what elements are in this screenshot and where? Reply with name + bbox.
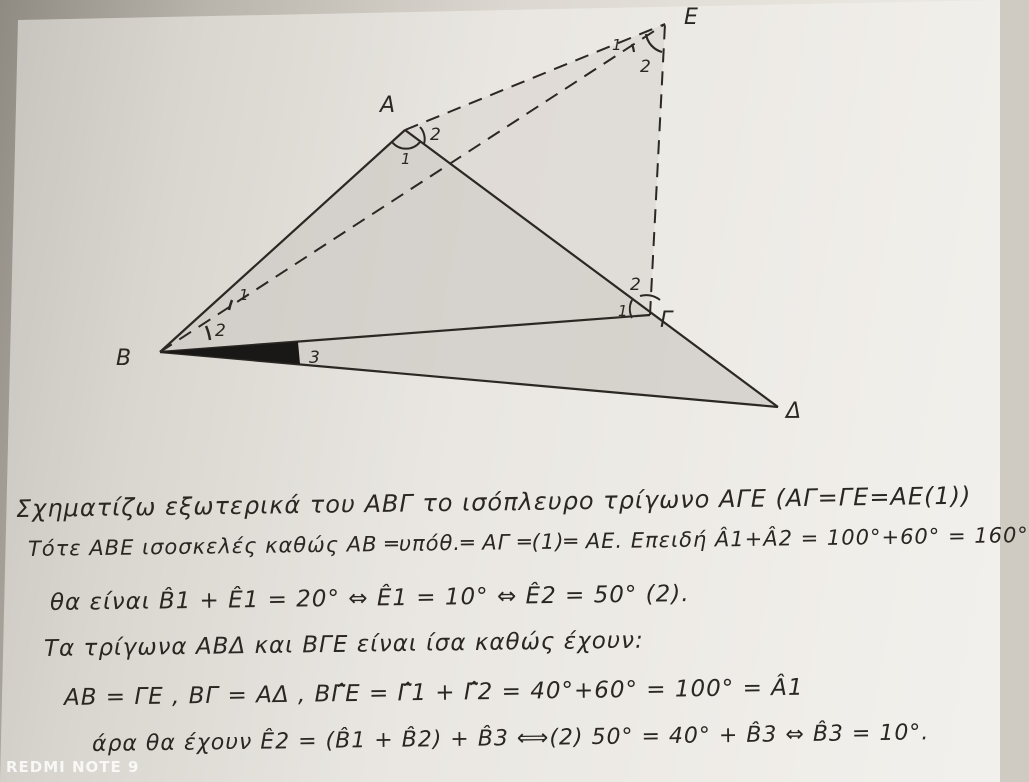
- angle-label-E1: 1: [612, 36, 622, 54]
- angle-arc-A1: [391, 141, 421, 150]
- angle-arc-G2: [639, 294, 661, 301]
- angle-label-E2: 2: [640, 57, 651, 77]
- angle-label-G1: 1: [618, 302, 628, 320]
- angle-arc-B1: [227, 299, 234, 311]
- angle-arc-G1: [628, 299, 633, 319]
- segment-AD: [404, 129, 779, 408]
- camera-watermark: REDMI NOTE 9: [6, 758, 140, 776]
- segment-BE-dashed: [159, 23, 666, 353]
- angle-label-G2: 2: [630, 275, 641, 295]
- angle-arc-B2: [204, 325, 212, 341]
- paper-sheet: [0, 0, 1000, 782]
- angle-arc-A2: [419, 126, 426, 145]
- segment-AE-dashed: [404, 23, 666, 131]
- vertex-label-B: B: [116, 346, 131, 371]
- geometry-figure: A B Γ Δ E 1 2 1 2 3 1 2 1 2: [0, 0, 1000, 782]
- segment-AB: [159, 129, 406, 353]
- vertex-label-E: E: [684, 5, 698, 30]
- angle-label-A1: 1: [401, 150, 411, 168]
- segment-BD: [159, 350, 779, 409]
- shaded-triangle-ABD: [160, 130, 778, 407]
- segment-BG: [159, 313, 651, 354]
- angle-label-B2: 2: [215, 321, 226, 341]
- angle-arc-E2: [644, 33, 663, 54]
- vertex-label-G: Γ: [660, 308, 674, 333]
- vertex-label-A: A: [378, 93, 395, 118]
- angle-label-B3: 3: [309, 348, 320, 368]
- angle-arc-E1: [630, 43, 636, 53]
- shaded-triangle-AGE: [405, 24, 665, 315]
- segment-GE-dashed: [649, 23, 666, 316]
- vertex-label-D: Δ: [784, 399, 801, 424]
- angle-label-A2: 2: [430, 125, 441, 145]
- angle-B3-wedge: [160, 342, 300, 364]
- angle-label-B1: 1: [239, 286, 249, 304]
